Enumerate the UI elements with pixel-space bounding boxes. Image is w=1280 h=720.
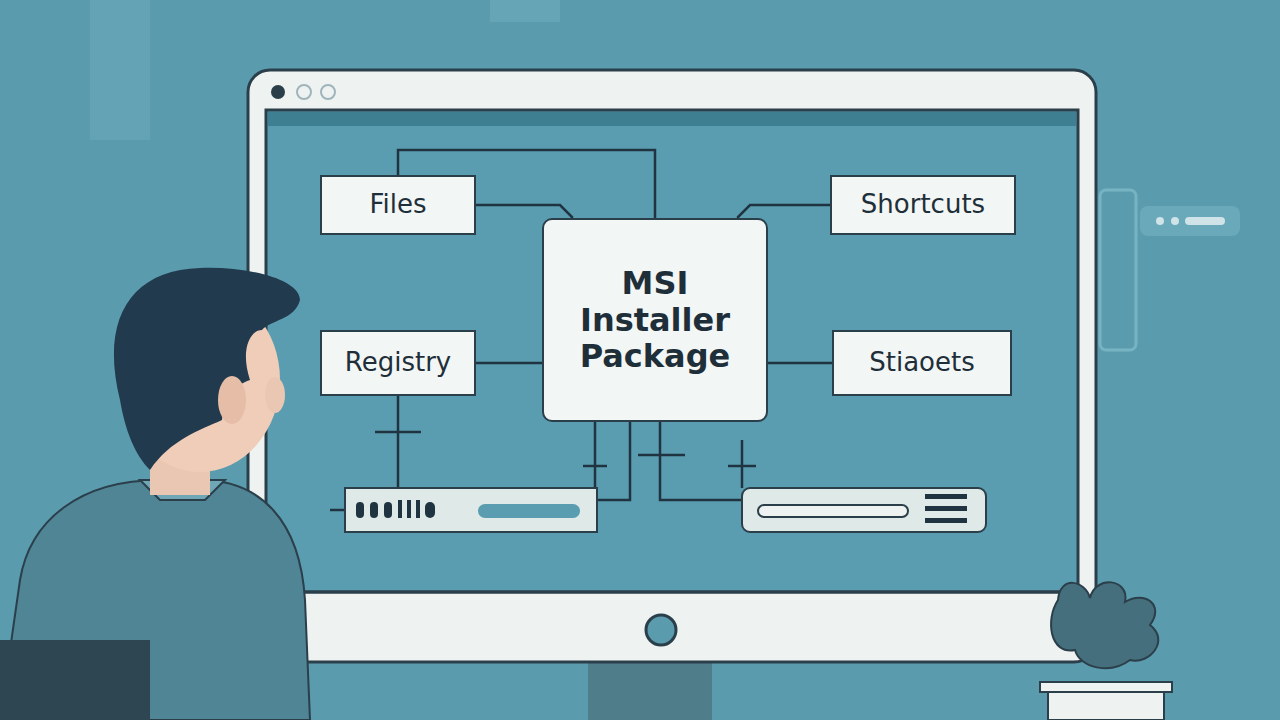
- connector-line: [476, 362, 542, 365]
- node-label: Files: [369, 190, 426, 220]
- connector-line: [768, 362, 832, 365]
- node-label: Registry: [345, 348, 451, 378]
- connector-line: [476, 205, 572, 218]
- package-box: MSI Installer Package: [542, 218, 768, 422]
- node-label: MSI Installer Package: [560, 265, 750, 375]
- connector-line: [738, 205, 830, 218]
- node-label: Stiaoets: [869, 348, 975, 378]
- component-box: Registry: [320, 330, 476, 396]
- component-box: Files: [320, 175, 476, 235]
- component-box: Stiaoets: [832, 330, 1012, 396]
- node-label: Shortcuts: [861, 190, 985, 220]
- component-box: Shortcuts: [830, 175, 1016, 235]
